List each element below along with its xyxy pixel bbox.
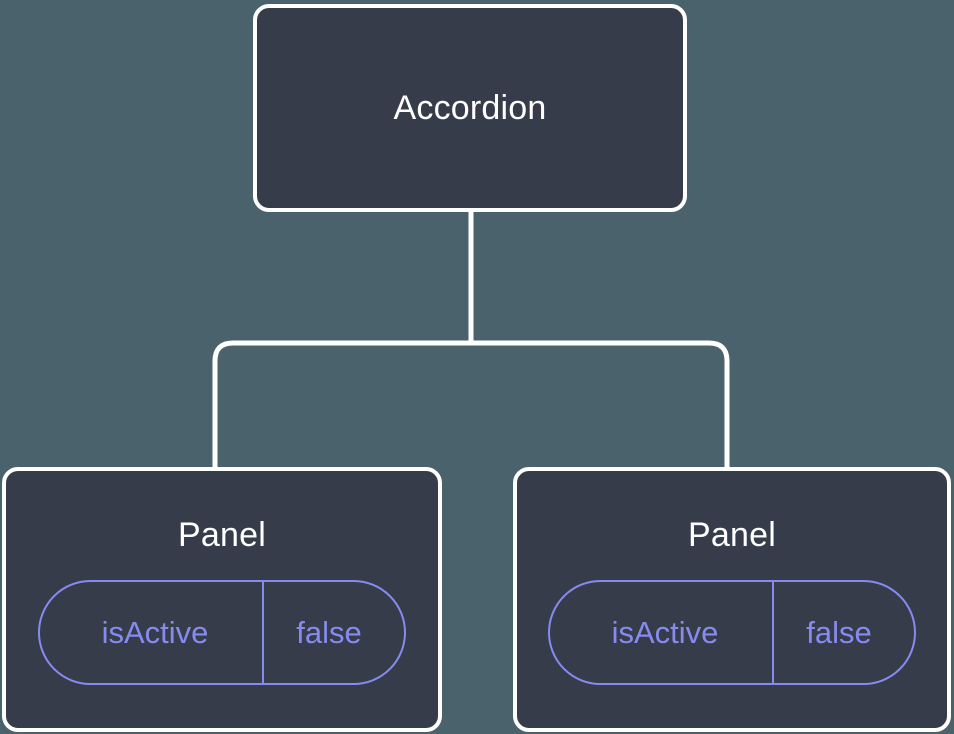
prop-value: false — [806, 615, 872, 650]
prop-key: isActive — [550, 582, 774, 683]
node-title: Panel — [688, 516, 776, 554]
node-accordion[interactable]: Accordion — [253, 4, 687, 212]
edge-accordion-to-panel-right — [471, 340, 730, 472]
prop-badge[interactable]: isActive false — [548, 580, 916, 685]
prop-badge[interactable]: isActive false — [38, 580, 406, 685]
node-panel-right[interactable]: Panel isActive false — [513, 467, 951, 732]
node-title: Accordion — [393, 89, 547, 127]
prop-key: isActive — [40, 582, 264, 683]
node-panel-left[interactable]: Panel isActive false — [2, 467, 442, 732]
prop-value: false — [296, 615, 362, 650]
edge-accordion-to-panel-left — [212, 340, 471, 472]
node-title: Panel — [178, 516, 266, 554]
